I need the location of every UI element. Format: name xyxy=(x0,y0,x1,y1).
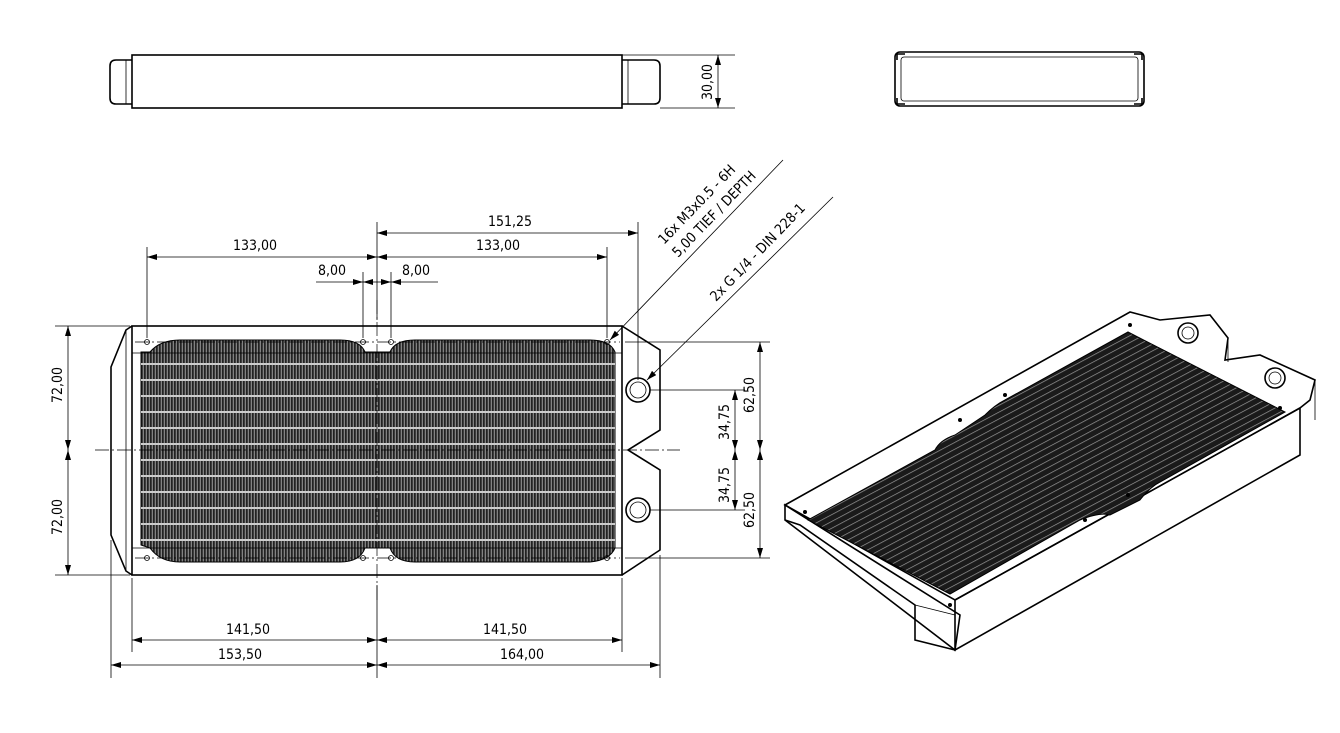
callouts: 16x M3x0.5 - 6H 5,00 TIEF / DEPTH 2x G 1… xyxy=(609,159,834,381)
front-view xyxy=(95,300,680,600)
dim-8-right: 8,00 xyxy=(402,263,430,279)
dim-133-right: 133,00 xyxy=(476,238,520,254)
dim-34-75-bottom: 34,75 xyxy=(717,467,733,503)
dim-141-50-right: 141,50 xyxy=(483,622,527,638)
dimensions: 151,25 133,00 133,00 8,00 8,00 72,00 72,… xyxy=(50,214,770,678)
dim-62-50-top: 62,50 xyxy=(742,377,758,413)
dim-141-50-left: 141,50 xyxy=(226,622,270,638)
dim-133-left: 133,00 xyxy=(233,238,277,254)
dim-164: 164,00 xyxy=(500,647,544,663)
dim-72-top: 72,00 xyxy=(50,367,66,403)
dim-151-25: 151,25 xyxy=(488,214,532,230)
dim-62-50-bottom: 62,50 xyxy=(742,492,758,528)
tube-lines xyxy=(141,363,615,541)
dim-153-50: 153,50 xyxy=(218,647,262,663)
side-view xyxy=(894,51,1145,107)
isometric-view xyxy=(783,311,1316,652)
top-view: 30,00 xyxy=(109,54,735,109)
dim-72-bottom: 72,00 xyxy=(50,499,66,535)
dim-8-left: 8,00 xyxy=(318,263,346,279)
dim-top-height: 30,00 xyxy=(700,64,716,100)
dim-34-75-top: 34,75 xyxy=(717,404,733,440)
